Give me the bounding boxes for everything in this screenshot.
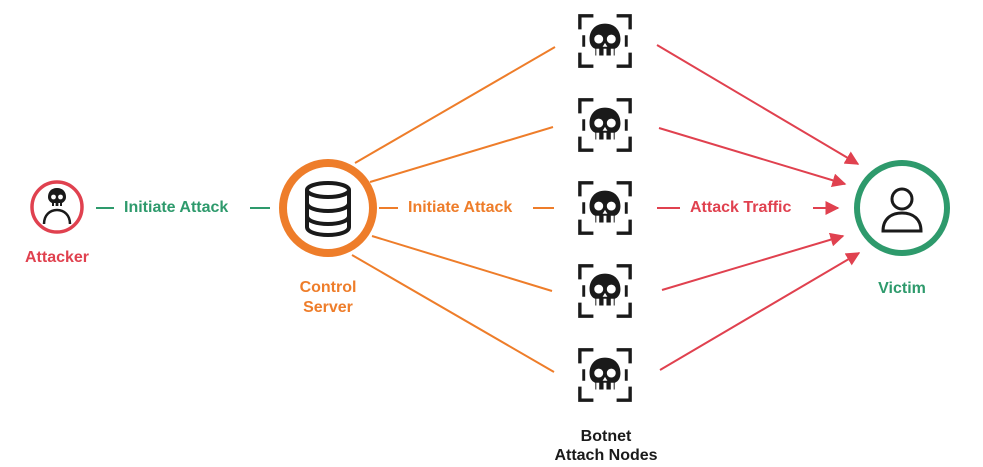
node-2-victim-arrow [658, 127, 847, 188]
botnet-node-2 [578, 98, 632, 152]
attacker-label: Attacker [24, 249, 90, 266]
botnet-node-4 [578, 264, 632, 318]
botnet-label-line1: Botnet [580, 428, 632, 445]
botnet-label-line2: Attach Nodes [554, 447, 658, 464]
node-4-victim-arrow [661, 232, 845, 291]
server-initiate-label: Initiate Attack [408, 199, 513, 216]
server-node-2-line [369, 126, 554, 183]
attacker-initiate-label: Initiate Attack [124, 199, 229, 216]
node-5-victim-arrow [659, 252, 861, 371]
control-server-label-line1: Control [299, 279, 357, 296]
botnet-nodes [578, 14, 632, 402]
server-node-1-line [354, 46, 556, 164]
database-icon [305, 181, 351, 238]
botnet-node-1 [578, 14, 632, 68]
person-icon [881, 187, 923, 233]
victim-node [854, 160, 950, 256]
attacker-node [30, 180, 84, 234]
node-1-victim-arrow [656, 44, 860, 165]
server-node-5-line [351, 254, 555, 373]
skull-person-icon [42, 188, 72, 225]
botnet-node-3 [578, 181, 632, 235]
attack-traffic-label: Attack Traffic [690, 199, 792, 216]
botnet-node-5 [578, 348, 632, 402]
control-server-label-line2: Server [303, 299, 353, 316]
server-to-node-lines [351, 46, 556, 373]
server-node-4-line [371, 235, 553, 292]
node-to-victim-arrows [656, 44, 861, 371]
victim-label: Victim [878, 280, 926, 297]
control-server-node [279, 159, 377, 257]
